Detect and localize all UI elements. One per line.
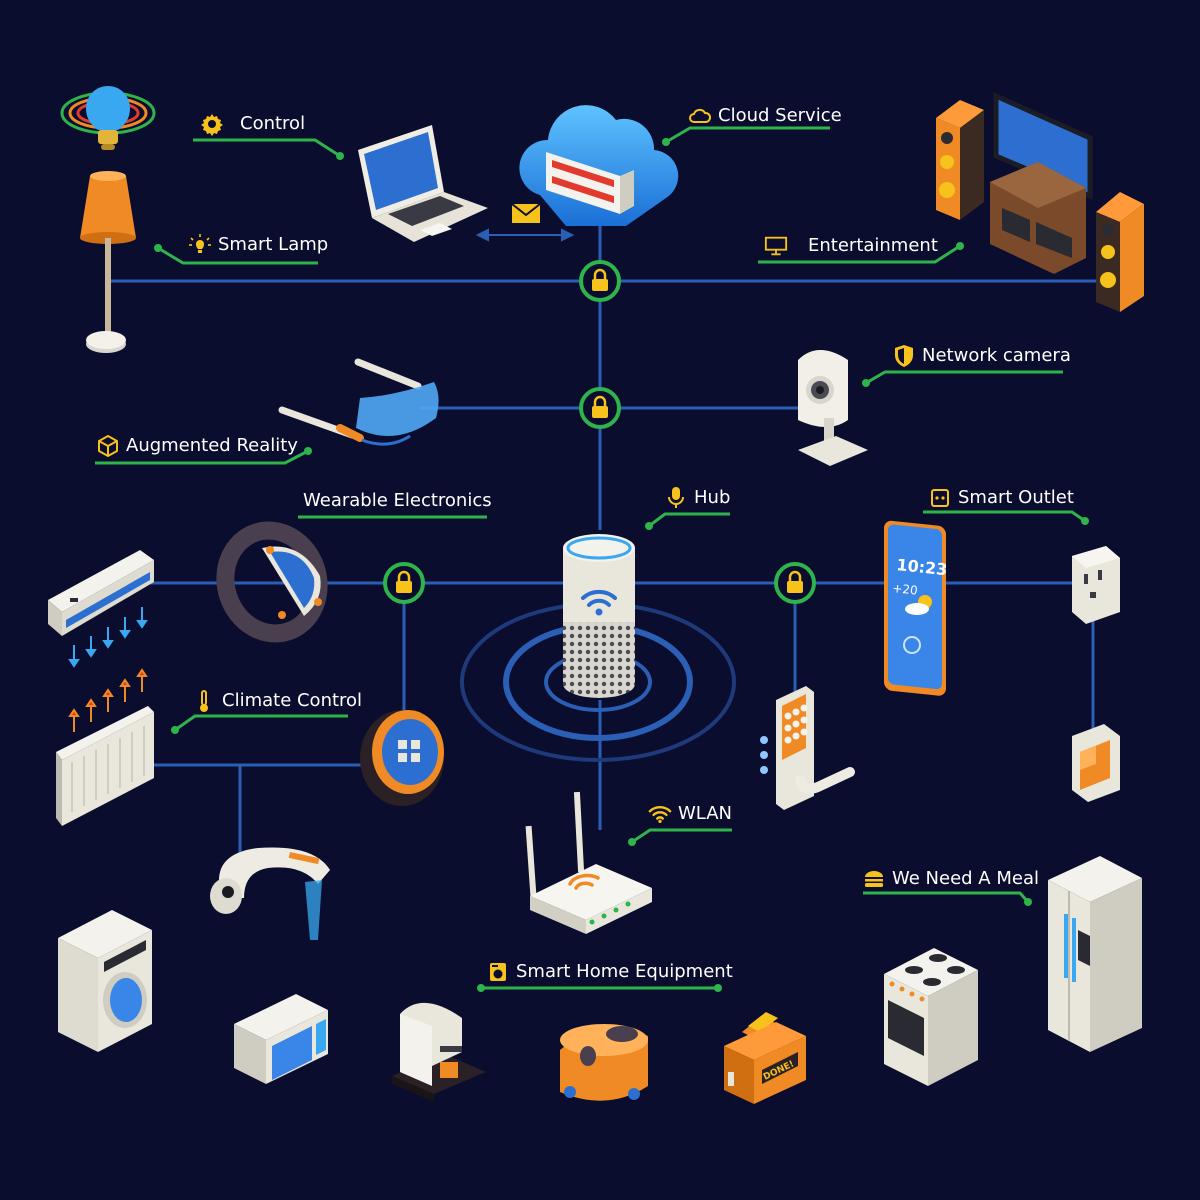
lock-node-middle [579,387,621,429]
label-smart-lamp-text: Smart Lamp [218,234,329,255]
toaster: DONE! [724,1012,806,1104]
thermostat [360,710,444,806]
washer-icon [486,960,510,984]
radiator-heater [56,706,154,826]
label-climate-control: Climate Control [192,689,362,713]
label-network-camera-text: Network camera [922,345,1071,366]
label-smart-lamp: Smart Lamp [188,233,328,257]
smartphone: 10:23 +20 [884,520,948,696]
label-smart-outlet: Smart Outlet [928,486,1074,510]
label-wearable-electronics: Wearable Electronics [303,492,492,510]
wifi-router [525,791,652,934]
microwave [234,994,328,1084]
phone-temperature: +20 [892,581,919,598]
lock-node-top [579,260,621,302]
label-entertainment: Entertainment [764,234,938,258]
label-smart-home-equipment: Smart Home Equipment [486,960,733,984]
label-wearable-electronics-text: Wearable Electronics [303,490,492,511]
label-augmented-reality-text: Augmented Reality [126,435,298,456]
label-we-need-a-meal-text: We Need A Meal [892,868,1039,889]
lock-node-right [774,562,816,604]
smart-outlet [1072,546,1120,624]
home-theater [936,92,1144,312]
smart-faucet [210,847,330,940]
stove-oven [884,948,978,1086]
thermometer-icon [192,689,216,713]
monitor-icon [764,234,788,258]
smart-bulb [60,86,156,150]
burger-icon [862,867,886,891]
gear-icon [200,112,224,136]
refrigerator [1048,856,1142,1052]
label-augmented-reality: Augmented Reality [96,434,298,458]
floor-lamp [80,171,136,353]
label-hub-text: Hub [694,487,731,508]
ar-glasses [278,358,439,446]
label-control-text: Control [240,113,306,134]
cube-icon [96,434,120,458]
cool-air-arrows [68,607,148,668]
lock-node-left [383,562,425,604]
washing-machine [58,910,152,1052]
label-smart-home-equipment-text: Smart Home Equipment [516,961,733,982]
microphone-icon [664,486,688,510]
label-wlan-text: WLAN [678,803,733,824]
label-we-need-a-meal: We Need A Meal [862,867,1039,891]
light-switch [1072,724,1120,802]
data-arrow [475,228,575,242]
smart-speaker-hub [460,534,736,762]
lightbulb-icon [188,233,212,257]
cloud-server [519,105,679,226]
robot-appliance [560,1024,648,1101]
network-camera [798,350,868,466]
label-entertainment-text: Entertainment [808,235,938,256]
label-control: Control [200,112,305,136]
label-network-camera: Network camera [892,344,1071,368]
label-wlan: WLAN [648,802,732,826]
label-cloud-service-text: Cloud Service [718,105,842,126]
label-climate-control-text: Climate Control [222,690,363,711]
laptop [358,125,488,242]
smart-door-lock [760,686,855,810]
wifi-icon [648,802,672,826]
label-underlines [95,126,1086,990]
cloud-icon [688,104,712,128]
smart-band [216,521,328,643]
coffee-machine [392,1002,486,1102]
label-smart-outlet-text: Smart Outlet [958,487,1074,508]
outlet-icon [928,486,952,510]
air-conditioner [48,550,154,636]
shield-icon [892,344,916,368]
label-hub: Hub [664,486,730,510]
label-cloud-service: Cloud Service [688,104,842,128]
heat-arrows [68,668,148,732]
envelope-icon [511,203,541,223]
